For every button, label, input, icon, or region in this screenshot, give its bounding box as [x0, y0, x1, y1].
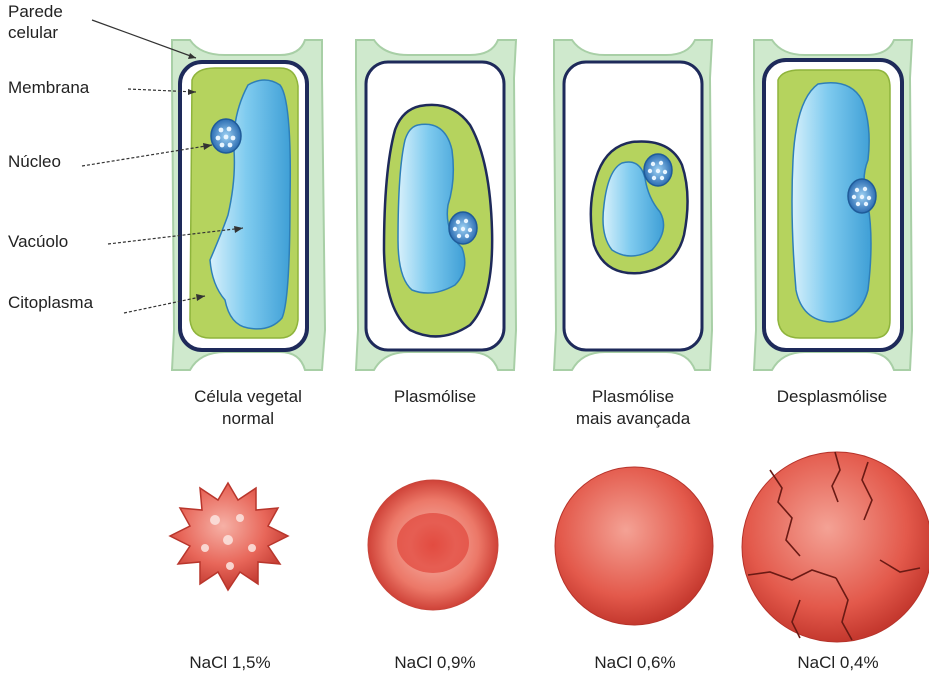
caption-line: Desplasmólise — [742, 386, 922, 408]
rbc-normal — [368, 480, 498, 610]
caption-nacl-2: NaCl 0,9% — [355, 653, 515, 673]
caption-nacl-3: NaCl 0,6% — [555, 653, 715, 673]
label-vacuole: Vacúolo — [8, 231, 68, 252]
caption-cell-normal: Célula vegetal normal — [158, 386, 338, 430]
caption-line: Célula vegetal — [158, 386, 338, 408]
label-cell-wall: Parede celular — [8, 1, 63, 43]
cell-plasmolysis — [356, 40, 516, 370]
caption-line: mais avançada — [543, 408, 723, 430]
caption-nacl-1: NaCl 1,5% — [150, 653, 310, 673]
label-nucleus: Núcleo — [8, 151, 61, 172]
rbc-lysing — [742, 452, 929, 642]
nucleus — [449, 212, 477, 244]
cell-advanced-plasmolysis — [554, 40, 712, 370]
caption-line: normal — [158, 408, 338, 430]
label-membrane: Membrana — [8, 77, 89, 98]
caption-cell-deplasmolysis: Desplasmólise — [742, 386, 922, 408]
label-cell-wall-line1: Parede — [8, 1, 63, 22]
rbc-crenated — [170, 483, 288, 590]
cell-normal — [172, 40, 325, 370]
caption-cell-plasmolysis: Plasmólise — [345, 386, 525, 408]
caption-cell-advanced: Plasmólise mais avançada — [543, 386, 723, 430]
caption-line: Plasmólise — [543, 386, 723, 408]
caption-nacl-4: NaCl 0,4% — [758, 653, 918, 673]
rbc-swollen — [555, 467, 713, 625]
cell-deplasmolysis — [754, 40, 912, 370]
nucleus — [211, 119, 241, 153]
caption-line: Plasmólise — [345, 386, 525, 408]
label-cell-wall-line2: celular — [8, 22, 63, 43]
nucleus — [644, 154, 672, 186]
label-cytoplasm: Citoplasma — [8, 292, 93, 313]
nucleus — [848, 179, 876, 213]
